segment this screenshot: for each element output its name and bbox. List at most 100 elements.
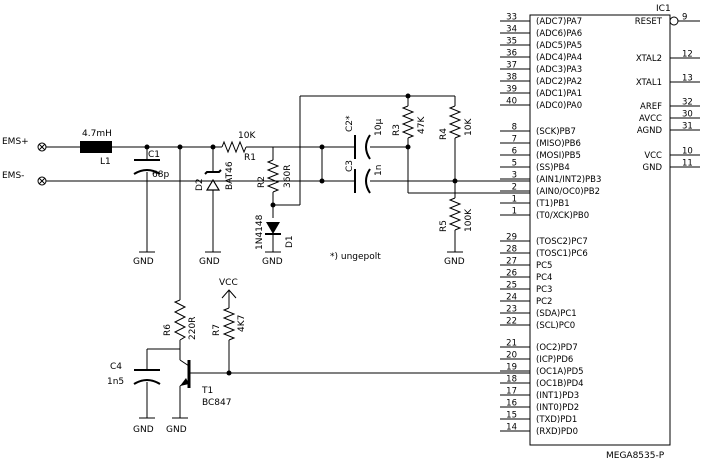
r6-value: 220R [188,317,198,340]
ic-pin-left: 5(SS)PB4 [500,159,570,173]
gnd-symbol-t1: GND [166,417,188,435]
pin-number: 30 [682,110,693,120]
capacitor-c1: C1 68p [133,150,169,180]
ic-pin-left: 28 (TOSC1)PC6 [500,245,588,259]
pin-number: 31 [682,122,693,132]
inductor-l1: 4.7mH L1 [80,129,112,167]
gnd-symbols: GND GND GND GND GND GND [133,251,465,435]
pin-number: 18 [506,375,517,385]
ic-pin-left: 7(MISO)PB6 [500,135,581,149]
pin-number: 25 [506,281,517,291]
junction-dots [144,93,458,376]
reset-inversion-circle [669,16,679,26]
resistor-r4: R4 10K [439,105,474,140]
pin-number: 2 [512,183,517,193]
pin-label: (ADC7)PA7 [536,17,582,27]
pin-number: 21 [506,339,517,349]
pin-label: (AIN1/INT2)PB3 [536,175,601,185]
gnd-label: GND [166,425,187,435]
ems-minus-terminal [37,176,47,186]
pin-label: (ADC1)PA1 [536,89,582,99]
pin-number: 35 [506,37,517,47]
ic-pin-left: 6(MOSI)PB5 [500,147,581,161]
pin-number: 33 [506,13,517,23]
r1-value: 10K [238,131,256,141]
ic1-microcontroller: IC1 MEGA8535-P 33(ADC7)PA734(ADC6)PA635(… [500,4,700,461]
ic-pin-left: 15(TXD)PD1 [500,411,577,425]
gnd-symbol-d1: GND [262,251,283,267]
vcc-symbol: VCC [219,278,238,299]
pin-label: (TOSC1)PC6 [536,249,588,259]
ic-pin-left: 23(SDA)PC1 [500,305,577,319]
ic-pin-left: 1(T1)PB1 [500,195,570,209]
ems-plus-terminal [37,142,47,152]
gnd-label: GND [133,257,154,267]
pin-label: (TXD)PD1 [536,415,577,425]
pin-label: (ADC4)PA4 [536,53,582,63]
r5-value: 100K [464,208,474,232]
r4-value: 10K [464,118,474,136]
ic-pin-left: 14(RXD)PD0 [500,423,578,437]
pin-number: 3 [512,171,517,181]
pin-number: 24 [506,293,517,303]
ic-pin-left: 2 (AIN0/OC0)PB2 [500,183,600,197]
pin-number: 28 [506,245,517,255]
gnd-label: GND [199,257,220,267]
c3-ref: C3 [345,160,355,172]
pin-number: 16 [506,399,517,409]
ic-pin-left: 17(INT1)PD3 [500,387,579,401]
pin-label: (OC1B)PD4 [536,379,584,389]
pin-label: (AIN0/OC0)PB2 [536,187,600,197]
pin-number: 23 [506,305,517,315]
pin-label: (TOSC2)PC7 [536,237,588,247]
r3-ref: R3 [392,124,402,136]
pin-label: (ICP)PD6 [536,355,573,365]
pin-number: 34 [506,25,517,35]
pin-label: AVCC [639,114,662,124]
c4-value: 1n5 [107,377,124,387]
ic-pin-left: 40(ADC0)PA0 [500,97,582,111]
ic-pin-left: 8(SCK)PB7 [500,123,576,137]
pin-label: (T0/XCK)PB0 [536,211,589,221]
pin-number: 29 [506,233,517,243]
pin-number: 7 [512,135,517,145]
ic-pin-left: 29 (TOSC2)PC7 [500,233,588,247]
transistor-t1: T1 BC847 [179,359,231,408]
gnd-label: GND [444,257,465,267]
ic-pin-left: 38(ADC2)PA2 [500,73,582,87]
ic-pin-right: 30 AVCC [639,110,700,124]
r5-ref: R5 [439,220,449,232]
pin-number: 9 [682,13,687,23]
pin-number: 27 [506,257,517,267]
pin-label: PC2 [536,297,552,307]
vcc-label: VCC [219,278,238,288]
pin-label: (SCK)PB7 [536,127,576,137]
r7-ref: R7 [212,324,222,336]
unpolarized-note: *) ungepolt [330,252,381,262]
resistor-r6: R6 220R [163,299,198,341]
pin-label: (OC2)PD7 [536,343,578,353]
pin-label: (ADC3)PA3 [536,65,582,75]
pin-label: VCC [644,151,662,161]
c2-value: 10µ [374,119,384,136]
pin-number: 39 [506,85,517,95]
resistor-r1: 10K R1 [221,131,256,163]
pin-number: 26 [506,269,517,279]
resistor-r5: R5 100K [439,197,474,232]
pin-label: (ADC2)PA2 [536,77,582,87]
pin-number: 10 [682,147,693,157]
pin-label: XTAL1 [636,78,662,88]
input-terminals: EMS+ EMS- [2,137,47,186]
ic-pin-left: 37(ADC3)PA3 [500,61,582,75]
c1-value: 68p [152,170,169,180]
pin-label: (SCL)PC0 [536,321,575,331]
c4-ref: C4 [110,362,122,372]
pin-label: (MOSI)PB5 [536,151,581,161]
ic1-left-pins: 33(ADC7)PA734(ADC6)PA635(ADC5)PA536(ADC4… [500,13,601,437]
r2-ref: R2 [257,176,267,188]
